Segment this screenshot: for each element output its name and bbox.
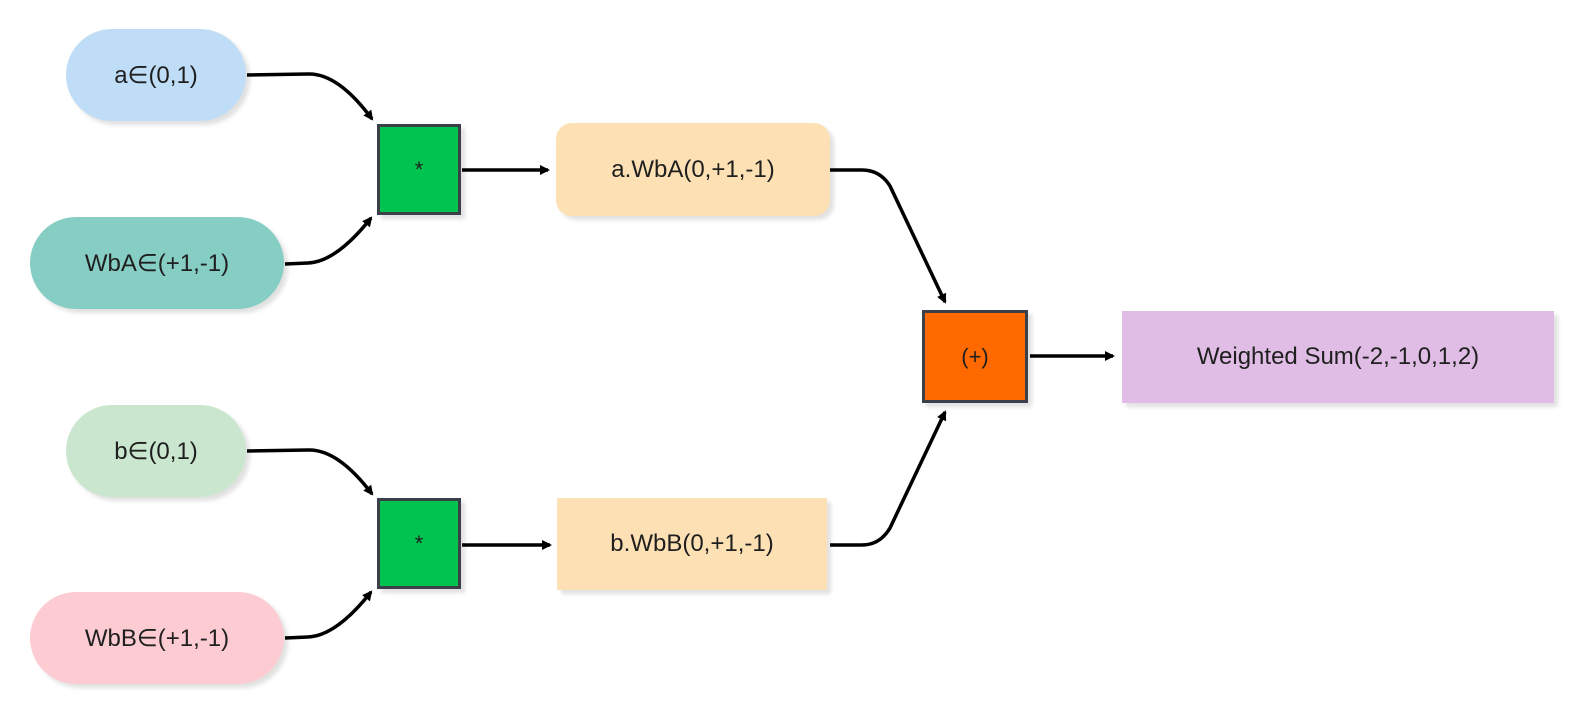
product-b-label: b.WbB(0,+1,-1) <box>610 530 774 557</box>
multiply-a-operator: * <box>377 124 461 215</box>
input-b-label: b∈(0,1) <box>114 437 198 465</box>
sum-operator: (+) <box>922 310 1028 403</box>
arrow-b-to-mult-b <box>246 448 374 496</box>
product-b-node: b.WbB(0,+1,-1) <box>557 498 827 590</box>
weighted-sum-output-node: Weighted Sum(-2,-1,0,1,2) <box>1122 311 1554 403</box>
product-a-node: a.WbA(0,+1,-1) <box>556 123 830 216</box>
weight-a-node: WbA∈(+1,-1) <box>30 217 284 309</box>
sum-symbol: (+) <box>961 343 989 369</box>
weight-a-label: WbA∈(+1,-1) <box>84 249 230 277</box>
weight-b-node: WbB∈(+1,-1) <box>30 592 284 684</box>
input-a-label: a∈(0,1) <box>114 61 198 89</box>
multiply-b-operator: * <box>377 498 461 589</box>
product-a-label: a.WbA(0,+1,-1) <box>611 155 775 183</box>
input-a-node: a∈(0,1) <box>66 29 246 121</box>
arrow-weight-b-to-mult-b <box>284 590 373 640</box>
multiply-b-symbol: * <box>414 530 424 556</box>
arrow-product-a-to-sum <box>830 168 947 304</box>
input-b-node: b∈(0,1) <box>66 405 246 497</box>
weighted-sum-output-label: Weighted Sum(-2,-1,0,1,2) <box>1196 343 1480 370</box>
arrow-a-to-mult-a <box>246 72 374 121</box>
arrow-weight-a-to-mult-a <box>284 216 373 266</box>
arrow-product-b-to-sum <box>830 410 947 547</box>
weight-b-label: WbB∈(+1,-1) <box>84 624 230 652</box>
multiply-a-symbol: * <box>414 156 424 182</box>
